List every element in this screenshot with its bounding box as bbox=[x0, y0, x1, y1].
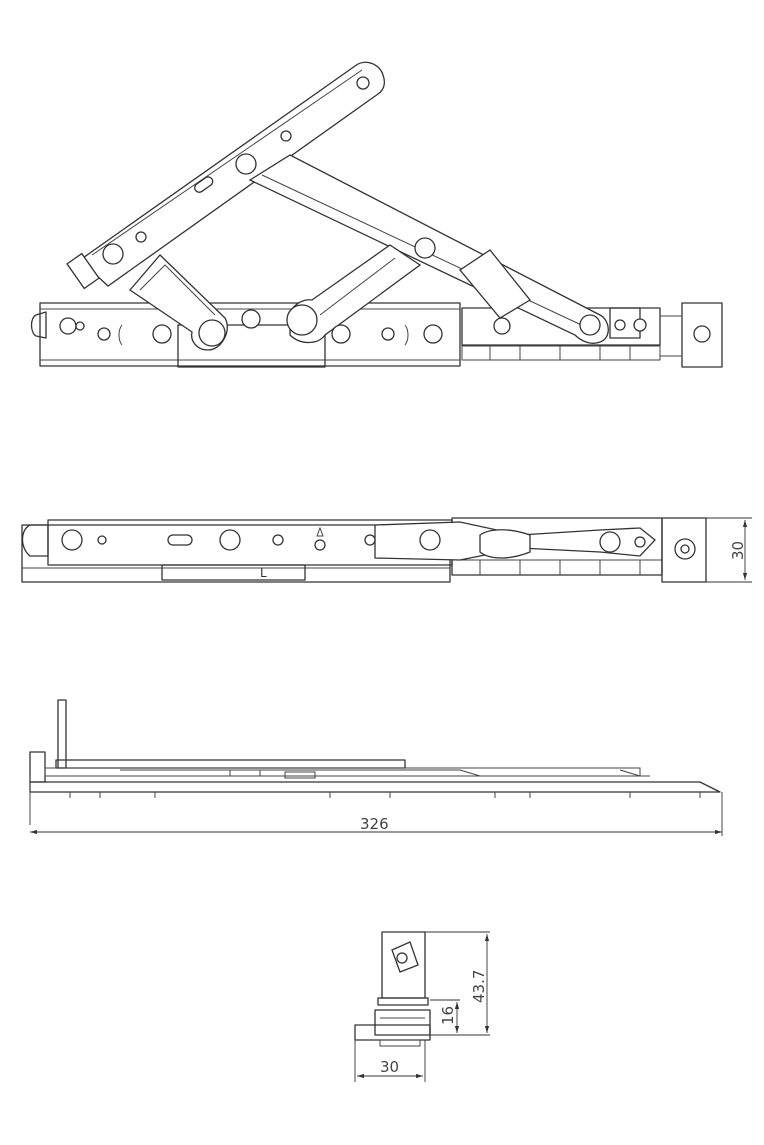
long-arm-open bbox=[66, 61, 385, 290]
view-side-profile: 326 bbox=[29, 699, 723, 836]
stack-height-dimension: 43.7 bbox=[470, 970, 488, 1003]
base-track-open bbox=[30, 302, 723, 368]
part-label: L bbox=[260, 566, 267, 580]
height-side-dimension: 30 bbox=[729, 541, 747, 560]
view-end: 43.7 16 30 bbox=[354, 931, 490, 1082]
view-open-hinge bbox=[30, 61, 723, 368]
view-closed-hinge: L 30 bbox=[21, 517, 752, 583]
width-end-dimension: 30 bbox=[380, 1058, 399, 1076]
stack-partial-dimension: 16 bbox=[439, 1006, 457, 1025]
length-dimension: 326 bbox=[360, 815, 389, 833]
rivets-open bbox=[59, 76, 711, 347]
